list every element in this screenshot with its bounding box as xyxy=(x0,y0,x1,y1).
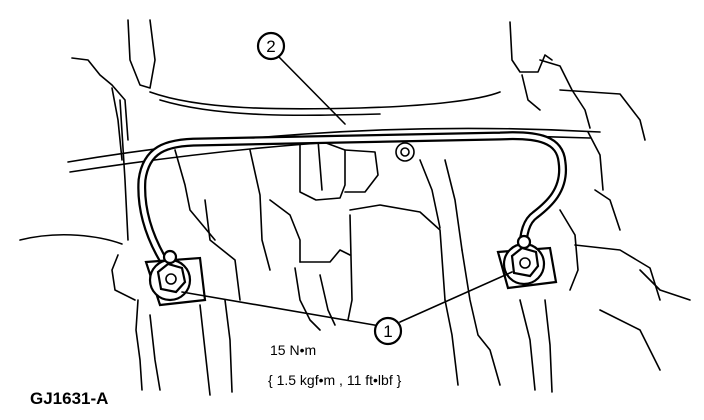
leader-lines xyxy=(181,55,513,327)
callout-1: 1 xyxy=(373,316,403,346)
engine-structure xyxy=(19,19,691,396)
callout-2: 2 xyxy=(256,31,286,61)
wire-harness xyxy=(137,131,568,273)
figure-id: GJ1631-A xyxy=(30,389,108,408)
right-bolt xyxy=(496,234,558,290)
torque-spec-imperial: { 1.5 kgf•m , 11 ft•lbf } xyxy=(268,372,402,388)
left-bolt xyxy=(144,249,207,307)
torque-spec-metric: 15 N•m xyxy=(270,342,316,358)
callout-1-number: 1 xyxy=(383,322,392,341)
callout-2-number: 2 xyxy=(266,37,275,56)
